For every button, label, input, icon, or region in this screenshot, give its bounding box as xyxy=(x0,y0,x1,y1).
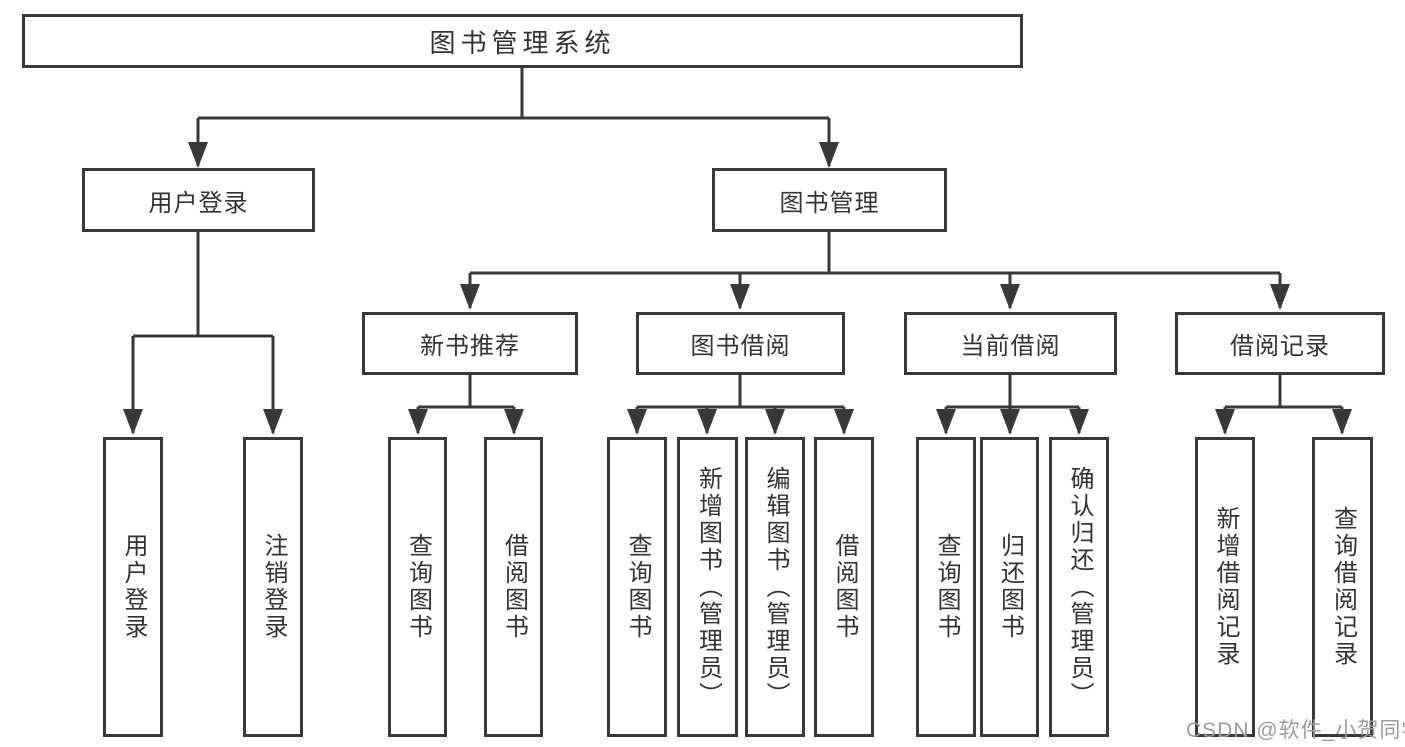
watermark: CSDN @软件_小贺同学 xyxy=(1186,719,1405,742)
node-new-book-recommend-label: 新书推荐 xyxy=(420,333,520,360)
node-leaf-query-books-newrec-label: 查询图书 xyxy=(404,533,432,641)
node-borrow-records: 借阅记录 xyxy=(1175,312,1385,375)
node-leaf-confirm-return-admin: 确认归还（管理员） xyxy=(1049,437,1109,737)
node-book-borrow-label: 图书借阅 xyxy=(690,333,791,360)
node-leaf-query-books-current: 查询图书 xyxy=(916,437,976,737)
node-current-borrow: 当前借阅 xyxy=(904,312,1117,375)
node-leaf-return-book: 归还图书 xyxy=(980,437,1039,737)
node-leaf-query-books-newrec: 查询图书 xyxy=(388,437,447,737)
node-leaf-query-borrow-record: 查询借阅记录 xyxy=(1312,437,1373,737)
node-leaf-query-books-current-label: 查询图书 xyxy=(933,533,960,641)
node-leaf-edit-book-admin: 编辑图书（管理员） xyxy=(745,437,805,737)
node-leaf-confirm-return-admin-label: 确认归还（管理员） xyxy=(1066,465,1093,709)
node-current-borrow-label: 当前借阅 xyxy=(960,333,1061,360)
node-borrow-records-label: 借阅记录 xyxy=(1230,333,1330,360)
node-leaf-query-books-borrow: 查询图书 xyxy=(607,437,667,737)
node-new-book-recommend: 新书推荐 xyxy=(362,312,578,375)
node-book-management: 图书管理 xyxy=(712,168,947,232)
node-leaf-logout-label: 注销登录 xyxy=(260,533,287,641)
node-leaf-return-book-label: 归还图书 xyxy=(996,533,1024,641)
node-leaf-query-borrow-record-label: 查询借阅记录 xyxy=(1329,506,1357,668)
node-leaf-borrow-books-label: 借阅图书 xyxy=(831,533,858,641)
node-leaf-user-login-label: 用户登录 xyxy=(120,533,147,641)
node-leaf-edit-book-admin-label: 编辑图书（管理员） xyxy=(762,465,789,709)
node-user-login: 用户登录 xyxy=(82,168,315,232)
node-leaf-borrow-books-newrec: 借阅图书 xyxy=(484,437,543,737)
node-leaf-add-book-admin: 新增图书（管理员） xyxy=(677,437,738,737)
node-leaf-add-book-admin-label: 新增图书（管理员） xyxy=(694,465,722,709)
node-user-login-label: 用户登录 xyxy=(148,189,249,217)
node-book-borrow: 图书借阅 xyxy=(636,312,845,375)
node-leaf-borrow-books: 借阅图书 xyxy=(814,437,874,737)
node-leaf-user-login: 用户登录 xyxy=(103,437,163,737)
node-leaf-add-borrow-record: 新增借阅记录 xyxy=(1195,437,1255,737)
node-library-system-label: 图书管理系统 xyxy=(429,27,616,58)
node-leaf-add-borrow-record-label: 新增借阅记录 xyxy=(1212,506,1239,668)
node-leaf-borrow-books-newrec-label: 借阅图书 xyxy=(500,533,528,641)
node-leaf-logout: 注销登录 xyxy=(243,437,303,737)
node-leaf-query-books-borrow-label: 查询图书 xyxy=(624,533,651,641)
node-book-management-label: 图书管理 xyxy=(779,189,880,217)
node-library-system: 图书管理系统 xyxy=(22,14,1023,68)
